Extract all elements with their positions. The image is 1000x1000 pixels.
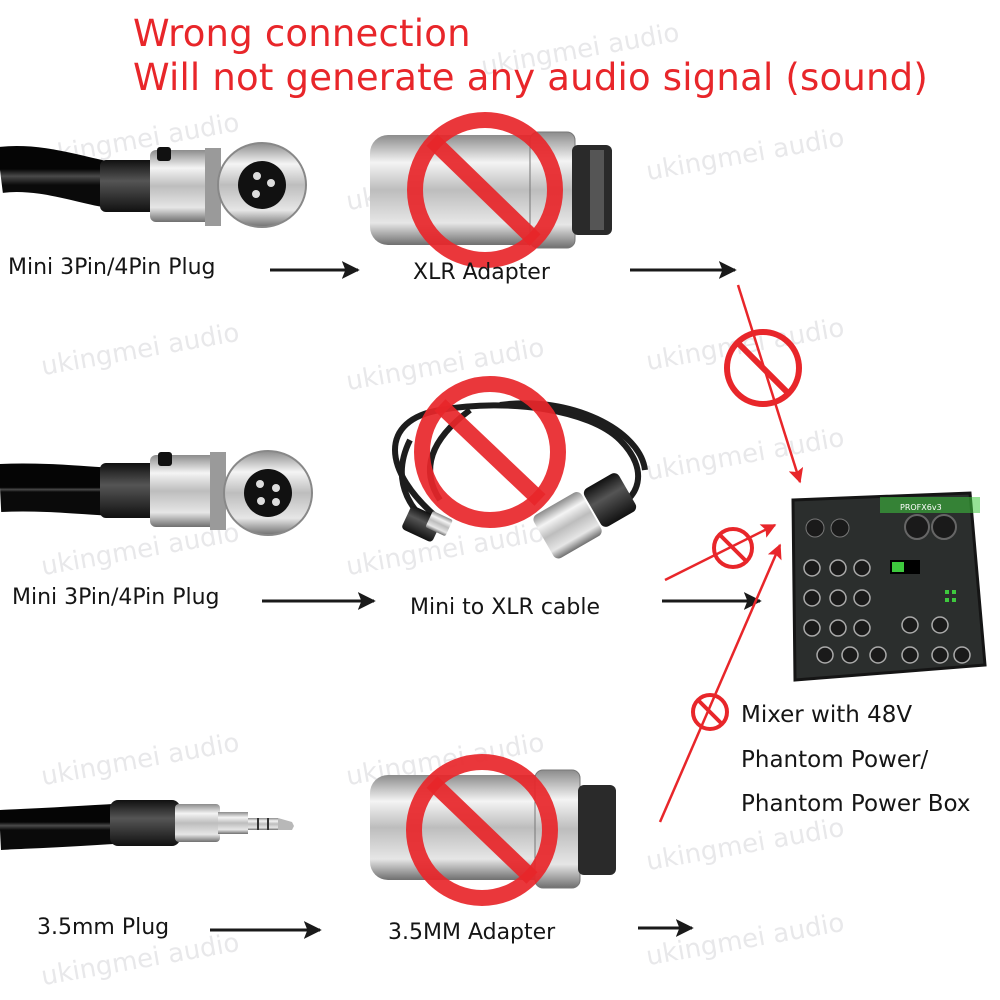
mixer-label-line-1: Mixer with 48V: [741, 702, 913, 728]
prohibited-icon: [414, 376, 566, 528]
mini-plug-image-2: [0, 450, 313, 536]
adapter-label-row1: XLR Adapter: [413, 260, 550, 285]
source-label-row1: Mini 3Pin/4Pin Plug: [8, 255, 216, 280]
red-arrow-row1: [736, 284, 804, 484]
prohibited-icon: [406, 754, 558, 906]
jack-plug-image: [0, 800, 294, 850]
prohibited-icon-small: [712, 527, 754, 569]
red-arrow-row3: [658, 543, 782, 823]
cable-connectors: [402, 473, 637, 559]
title-line-2: Will not generate any audio signal (soun…: [133, 56, 928, 99]
source-label-row3: 3.5mm Plug: [37, 915, 170, 940]
red-arrow-row2: [664, 523, 777, 582]
mixer-image: [791, 491, 987, 682]
adapter-label-row2: Mini to XLR cable: [410, 595, 601, 620]
prohibited-icon-small: [724, 329, 802, 407]
mixer-brand-text: PROFX6v3: [900, 503, 942, 512]
mixer-label-line-2: Phantom Power/: [741, 747, 929, 773]
adapter-label-row3: 3.5MM Adapter: [388, 920, 556, 945]
prohibited-icon-small: [691, 693, 729, 731]
source-label-row2: Mini 3Pin/4Pin Plug: [12, 585, 220, 610]
mini-plug-image-1: [0, 142, 307, 228]
title-line-1: Wrong connection: [133, 12, 471, 55]
mixer-label-line-3: Phantom Power Box: [741, 791, 971, 817]
prohibited-icon: [407, 112, 563, 268]
